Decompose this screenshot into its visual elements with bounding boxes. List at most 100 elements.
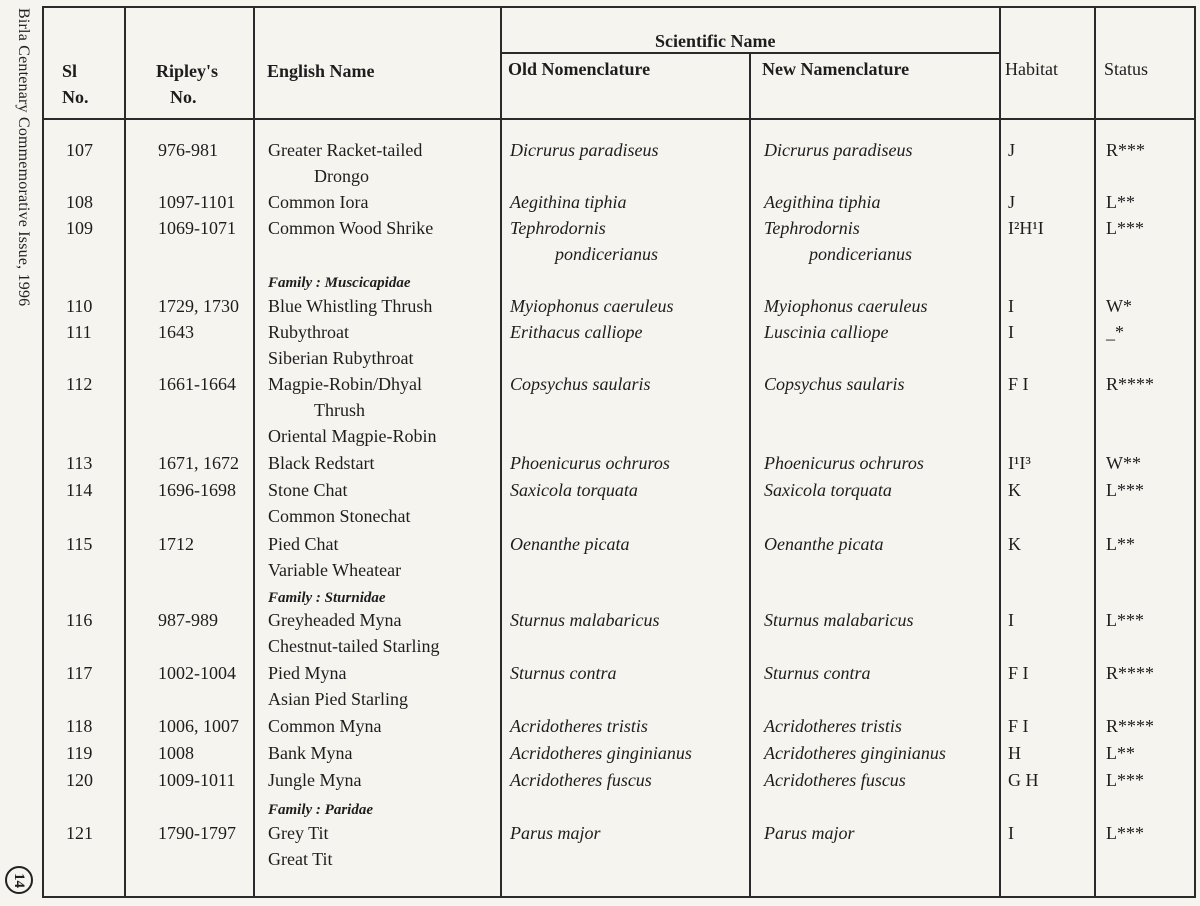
sl-number: 112 bbox=[66, 374, 93, 394]
new-nomenclature: Acridotheres ginginianus bbox=[764, 743, 946, 763]
new-nomenclature: Phoenicurus ochruros bbox=[764, 453, 924, 473]
english-name: Jungle Myna bbox=[268, 770, 362, 790]
header-sub-rule bbox=[500, 52, 1000, 54]
old-nomenclature: Saxicola torquata bbox=[510, 480, 638, 500]
habitat-code: F I bbox=[1008, 663, 1029, 683]
status-code: L*** bbox=[1106, 480, 1144, 500]
ripley-number: 1008 bbox=[158, 743, 194, 763]
sl-number: 110 bbox=[66, 296, 93, 316]
habitat-code: I²H¹I bbox=[1008, 218, 1044, 238]
header-bottom-rule bbox=[42, 118, 1196, 120]
header-english-name: English Name bbox=[267, 61, 375, 81]
new-nomenclature: Parus major bbox=[764, 823, 855, 843]
habitat-code: J bbox=[1008, 140, 1016, 160]
status-code: R**** bbox=[1106, 716, 1155, 736]
habitat-code: I bbox=[1008, 610, 1014, 630]
column-rule bbox=[253, 6, 255, 898]
new-nomenclature: Dicrurus paradiseus bbox=[764, 140, 913, 160]
new-nomenclature: Copsychus saularis bbox=[764, 374, 905, 394]
ripley-number: 1671, 1672 bbox=[158, 453, 239, 473]
ripley-number: 1002-1004 bbox=[158, 663, 236, 683]
ripley-number: 1790-1797 bbox=[158, 823, 236, 843]
sl-number: 120 bbox=[66, 770, 93, 790]
ripley-number: 1069-1071 bbox=[158, 218, 236, 238]
english-name: Common Iora bbox=[268, 192, 369, 212]
english-name: Oriental Magpie-Robin bbox=[268, 426, 437, 446]
status-code: L*** bbox=[1106, 610, 1144, 630]
english-name: Bank Myna bbox=[268, 743, 353, 763]
sl-number: 108 bbox=[66, 192, 93, 212]
status-code: L*** bbox=[1106, 218, 1144, 238]
family-heading: Family : Sturnidae bbox=[268, 590, 386, 606]
old-nomenclature: Myiophonus caeruleus bbox=[510, 296, 674, 316]
english-name: Common Stonechat bbox=[268, 506, 411, 526]
ripley-number: 1712 bbox=[158, 534, 194, 554]
status-code: R*** bbox=[1106, 140, 1146, 160]
old-nomenclature: Acridotheres fuscus bbox=[510, 770, 652, 790]
ripley-number: 987-989 bbox=[158, 610, 218, 630]
old-nomenclature: Acridotheres ginginianus bbox=[510, 743, 692, 763]
ripley-number: 1643 bbox=[158, 322, 194, 342]
english-name: Stone Chat bbox=[268, 480, 348, 500]
english-name: Thrush bbox=[314, 400, 365, 420]
english-name: Grey Tit bbox=[268, 823, 329, 843]
old-nomenclature: Tephrodornis bbox=[510, 218, 606, 238]
column-rule bbox=[124, 6, 126, 898]
sl-number: 121 bbox=[66, 823, 93, 843]
status-code: W** bbox=[1106, 453, 1141, 473]
new-nomenclature: Aegithina tiphia bbox=[764, 192, 881, 212]
status-code: R**** bbox=[1106, 663, 1155, 683]
ripley-number: 1696-1698 bbox=[158, 480, 236, 500]
new-nomenclature: pondicerianus bbox=[809, 244, 912, 264]
sl-number: 119 bbox=[66, 743, 93, 763]
sl-number: 113 bbox=[66, 453, 93, 473]
english-name: Asian Pied Starling bbox=[268, 689, 408, 709]
english-name: Drongo bbox=[314, 166, 369, 186]
status-code: W* bbox=[1106, 296, 1132, 316]
english-name: Black Redstart bbox=[268, 453, 375, 473]
family-heading: Family : Muscicapidae bbox=[268, 275, 411, 291]
english-name: Blue Whistling Thrush bbox=[268, 296, 433, 316]
english-name: Pied Chat bbox=[268, 534, 339, 554]
old-nomenclature: Sturnus contra bbox=[510, 663, 617, 683]
table-frame bbox=[42, 6, 1196, 898]
new-nomenclature: Sturnus contra bbox=[764, 663, 871, 683]
old-nomenclature: Copsychus saularis bbox=[510, 374, 651, 394]
old-nomenclature: Phoenicurus ochruros bbox=[510, 453, 670, 473]
habitat-code: G H bbox=[1008, 770, 1039, 790]
ripley-number: 976-981 bbox=[158, 140, 218, 160]
english-name: Common Myna bbox=[268, 716, 382, 736]
status-code: L** bbox=[1106, 534, 1135, 554]
english-name: Chestnut-tailed Starling bbox=[268, 636, 440, 656]
ripley-number: 1006, 1007 bbox=[158, 716, 239, 736]
ripley-number: 1661-1664 bbox=[158, 374, 236, 394]
header-scientific-name: Scientific Name bbox=[655, 31, 776, 51]
english-name: Pied Myna bbox=[268, 663, 347, 683]
habitat-code: I¹I³ bbox=[1008, 453, 1031, 473]
sl-number: 116 bbox=[66, 610, 93, 630]
habitat-code: F I bbox=[1008, 716, 1029, 736]
new-nomenclature: Luscinia calliope bbox=[764, 322, 889, 342]
new-nomenclature: Acridotheres fuscus bbox=[764, 770, 906, 790]
status-code: L*** bbox=[1106, 770, 1144, 790]
old-nomenclature: Oenanthe picata bbox=[510, 534, 630, 554]
header-status: Status bbox=[1104, 59, 1149, 79]
sl-number: 115 bbox=[66, 534, 93, 554]
old-nomenclature: Erithacus calliope bbox=[510, 322, 643, 342]
habitat-code: H bbox=[1008, 743, 1021, 763]
header-old-nomenclature: Old Nomenclature bbox=[508, 59, 651, 79]
english-name: Great Tit bbox=[268, 849, 333, 869]
column-rule bbox=[500, 6, 502, 898]
ripley-number: 1729, 1730 bbox=[158, 296, 239, 316]
header-habitat: Habitat bbox=[1005, 59, 1058, 79]
column-rule bbox=[749, 52, 751, 898]
habitat-code: K bbox=[1008, 534, 1021, 554]
english-name: Variable Wheatear bbox=[268, 560, 402, 580]
english-name: Siberian Rubythroat bbox=[268, 348, 414, 368]
english-name: Common Wood Shrike bbox=[268, 218, 434, 238]
english-name: Greater Racket-tailed bbox=[268, 140, 423, 160]
sl-number: 118 bbox=[66, 716, 93, 736]
old-nomenclature: Acridotheres tristis bbox=[510, 716, 648, 736]
habitat-code: I bbox=[1008, 322, 1014, 342]
